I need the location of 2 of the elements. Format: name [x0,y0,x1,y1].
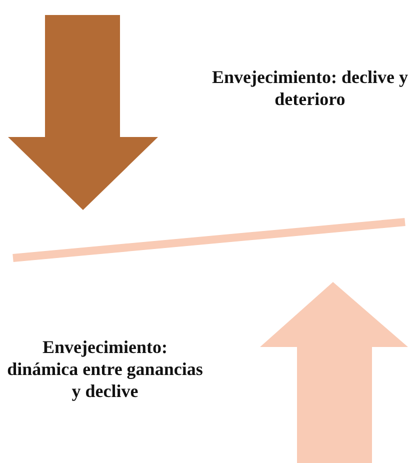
heading-label: Envejecimiento: dinámica entre ganancias y declive [6,336,204,402]
heading-label: Envejecimiento: declive y deterioro [211,66,409,110]
